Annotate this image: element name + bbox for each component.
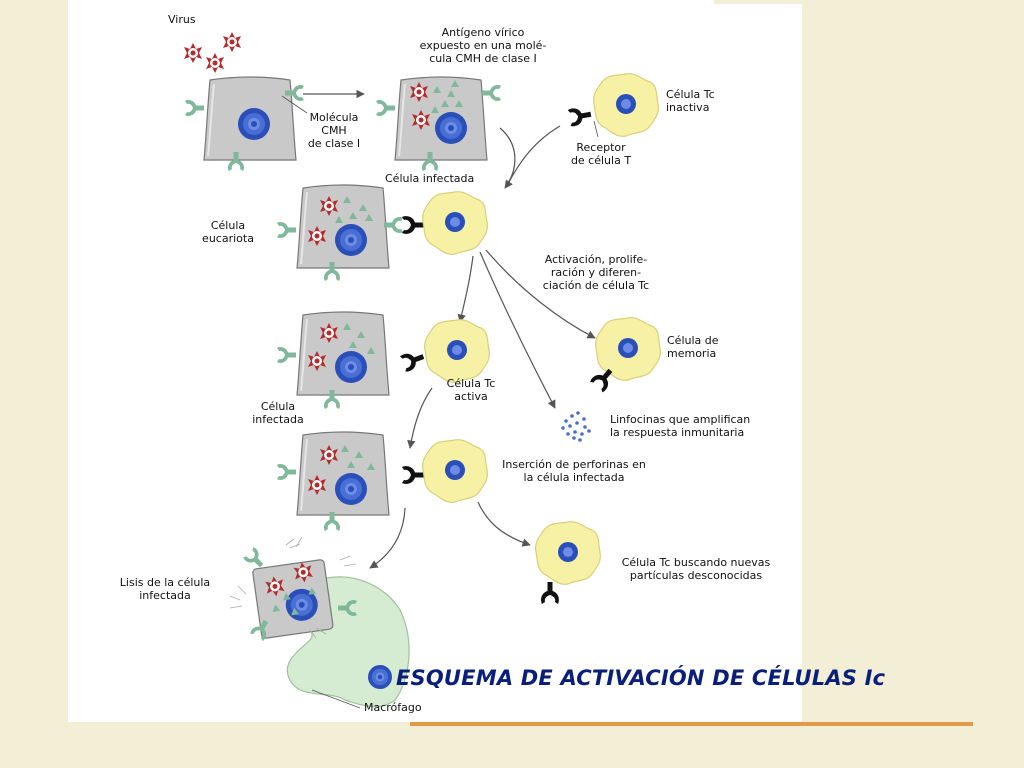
label-mhc-class-i: Molécula CMH de clase I: [307, 111, 361, 150]
lymphokine-dots: [561, 411, 591, 442]
tc-cell-perforin: [422, 439, 488, 503]
arrow-converge-left: [499, 127, 516, 189]
label-lysis: Lisis de la célula infectada: [119, 576, 211, 602]
label-infected-cell-mid: Célula infectada: [252, 400, 304, 426]
tc-cell-active: [424, 319, 490, 383]
label-perforin-insertion: Inserción de perforinas en la célula inf…: [502, 458, 646, 484]
tcr-active: [399, 348, 427, 373]
arrow-to-active: [457, 255, 474, 323]
infected-cell-perforin: [296, 431, 390, 516]
label-viral-antigen: Antígeno vírico expuesto en una molé- cu…: [419, 26, 547, 65]
label-virus: Virus: [168, 13, 196, 26]
tcr-leader-line: [593, 120, 599, 138]
tc-cell-binding: [422, 191, 488, 255]
lysed-cell: [252, 559, 334, 639]
arrow-converge-right: [506, 125, 561, 187]
tcr-searching: [541, 582, 559, 604]
infected-cell-mid: [296, 311, 390, 396]
label-memory-cell: Célula de memoria: [667, 334, 719, 360]
label-activation: Activación, prolife- ración y diferen- c…: [542, 253, 650, 292]
infected-cell-top: [394, 76, 488, 161]
tc-cell-searching: [535, 521, 601, 585]
t-cell-receptor: [567, 105, 593, 127]
virus-particles: [184, 32, 241, 73]
label-eukaryote-cell: Célula eucariota: [202, 219, 254, 245]
tc-cell-inactive: [593, 73, 659, 137]
arrow-to-perforin: [407, 387, 433, 449]
label-tc-inactive: Célula Tc inactiva: [666, 88, 715, 114]
macrophage-nucleus: [368, 665, 392, 689]
label-macrophage: Macrófago: [364, 701, 422, 714]
label-infected-cell-top: Célula infectada: [385, 172, 475, 185]
panel-corner-notch: [714, 0, 802, 4]
arrow-to-lymphokines: [479, 251, 556, 409]
label-t-cell-receptor: Receptor de célula T: [570, 141, 632, 167]
lysis-debris: [229, 536, 357, 639]
slide-title: ESQUEMA DE ACTIVACIÓN DE CÉLULAS Ic: [396, 666, 886, 690]
tcr-perforin: [402, 466, 424, 484]
label-lymphokines: Linfocinas que amplifican la respuesta i…: [610, 413, 751, 439]
label-tc-active: Célula Tc activa: [446, 377, 496, 403]
tc-cell-memory: [595, 317, 661, 381]
macrophage-leader-line: [311, 689, 361, 709]
tcr-binding-row2: [402, 216, 424, 234]
uninfected-cell: [203, 76, 297, 161]
arrow-to-memory: [485, 249, 596, 339]
label-tc-searching: Célula Tc buscando nuevas partículas des…: [621, 556, 771, 582]
arrow-to-searching: [477, 501, 531, 547]
mhc-leader-line: [281, 95, 308, 114]
eukaryote-cell: [296, 184, 390, 269]
arrow-to-lysis: [369, 507, 406, 569]
title-underline: [410, 722, 973, 726]
